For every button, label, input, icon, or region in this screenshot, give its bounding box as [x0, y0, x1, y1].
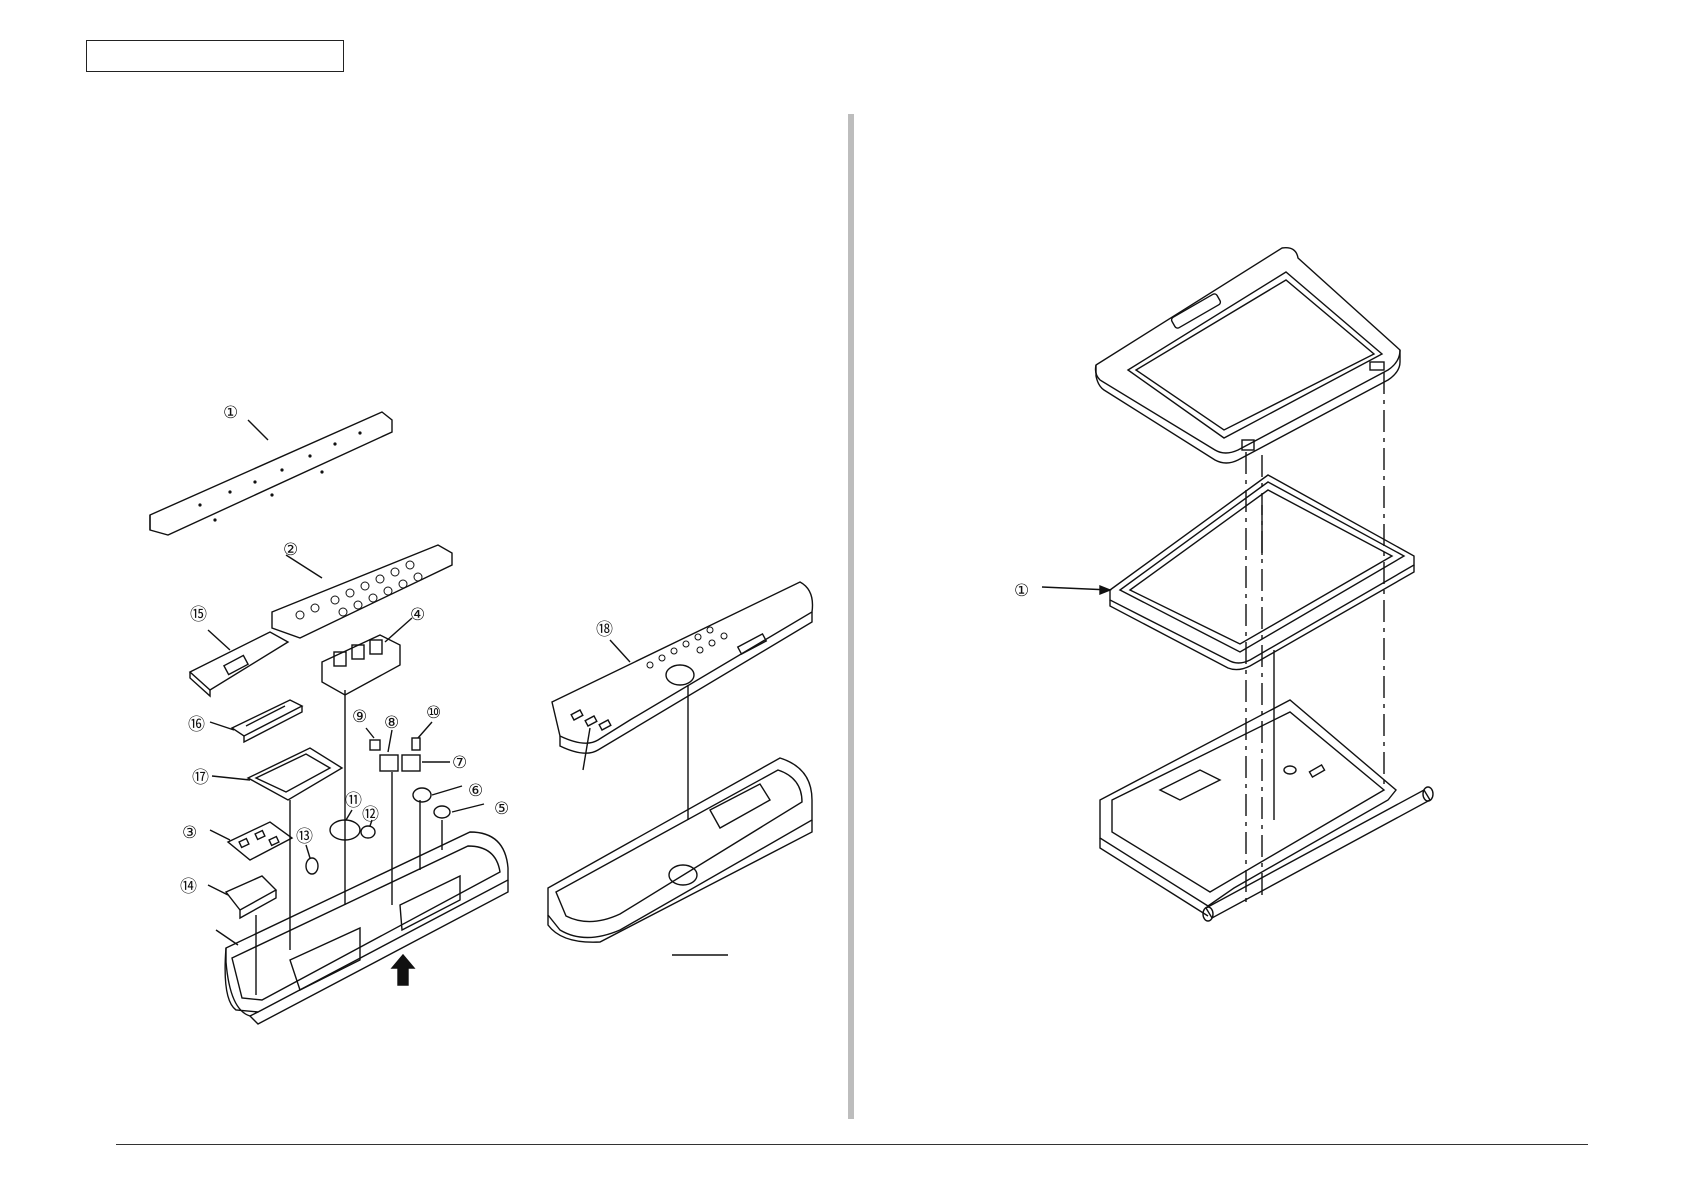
part-1-pcb-plate	[150, 412, 392, 535]
callout-right-1: ①	[1014, 581, 1029, 601]
leader-1	[248, 420, 268, 440]
callout-17: ⑰	[192, 768, 209, 788]
part-4-switch-holder	[322, 635, 400, 695]
document-lid	[1096, 248, 1401, 463]
arrowhead-right-1	[1100, 586, 1110, 594]
callout-16: ⑯	[188, 715, 205, 735]
leader-8	[388, 730, 392, 752]
leader-10	[418, 722, 432, 738]
part-8-key	[380, 755, 398, 771]
scanner-base-tray	[1100, 700, 1396, 916]
part-6-cap	[413, 788, 431, 802]
callout-13: ⑬	[296, 827, 313, 847]
callout-14: ⑭	[180, 877, 197, 897]
leader-5	[452, 804, 484, 812]
part-7-key	[402, 755, 420, 771]
leader-6	[432, 786, 462, 795]
part-18-top-cover	[552, 582, 813, 753]
part-3-keypad	[228, 822, 292, 860]
part-16-frame	[232, 700, 302, 742]
part-10-key	[412, 738, 420, 750]
callout-3: ③	[182, 823, 197, 843]
leader-4	[385, 618, 412, 642]
part-15-bracket	[190, 632, 288, 696]
leader-housing	[216, 930, 238, 945]
leader-9	[366, 728, 374, 738]
callout-2: ②	[283, 540, 298, 560]
callout-12: ⑫	[362, 805, 379, 825]
leader-15	[208, 630, 230, 650]
callout-11: ⑪	[345, 791, 362, 811]
part-5-cap	[434, 806, 450, 818]
part-14-lever	[226, 876, 276, 918]
leader-16	[210, 722, 234, 730]
callouts-right: ①	[1014, 581, 1029, 601]
leader-17	[212, 776, 250, 780]
leader-18c	[583, 728, 590, 770]
callout-1: ①	[223, 403, 238, 423]
callout-5: ⑤	[494, 799, 509, 819]
callout-15: ⑮	[190, 605, 207, 625]
leader-3	[210, 830, 230, 840]
assembled-operator-panel	[548, 758, 812, 942]
leader-11	[346, 810, 352, 820]
callouts-center: ⑱	[596, 620, 613, 640]
callout-4: ④	[410, 605, 425, 625]
panel-base-housing	[225, 832, 508, 1024]
part-9-key	[370, 740, 380, 750]
part-17-lcd-plate	[248, 748, 342, 800]
callout-9: ⑨	[352, 707, 367, 727]
up-arrow-icon	[392, 955, 414, 985]
leader-18	[610, 640, 630, 662]
callout-8: ⑧	[384, 713, 399, 733]
roller-shaft	[1203, 787, 1433, 921]
part-12-knob	[361, 826, 375, 838]
callout-18: ⑱	[596, 620, 613, 640]
callout-10: ⑩	[426, 703, 441, 723]
alignment-lines	[1246, 372, 1384, 905]
leader-14	[208, 885, 228, 895]
callout-7: ⑦	[452, 753, 467, 773]
part-13-knob	[306, 858, 318, 874]
callout-6: ⑥	[468, 781, 483, 801]
